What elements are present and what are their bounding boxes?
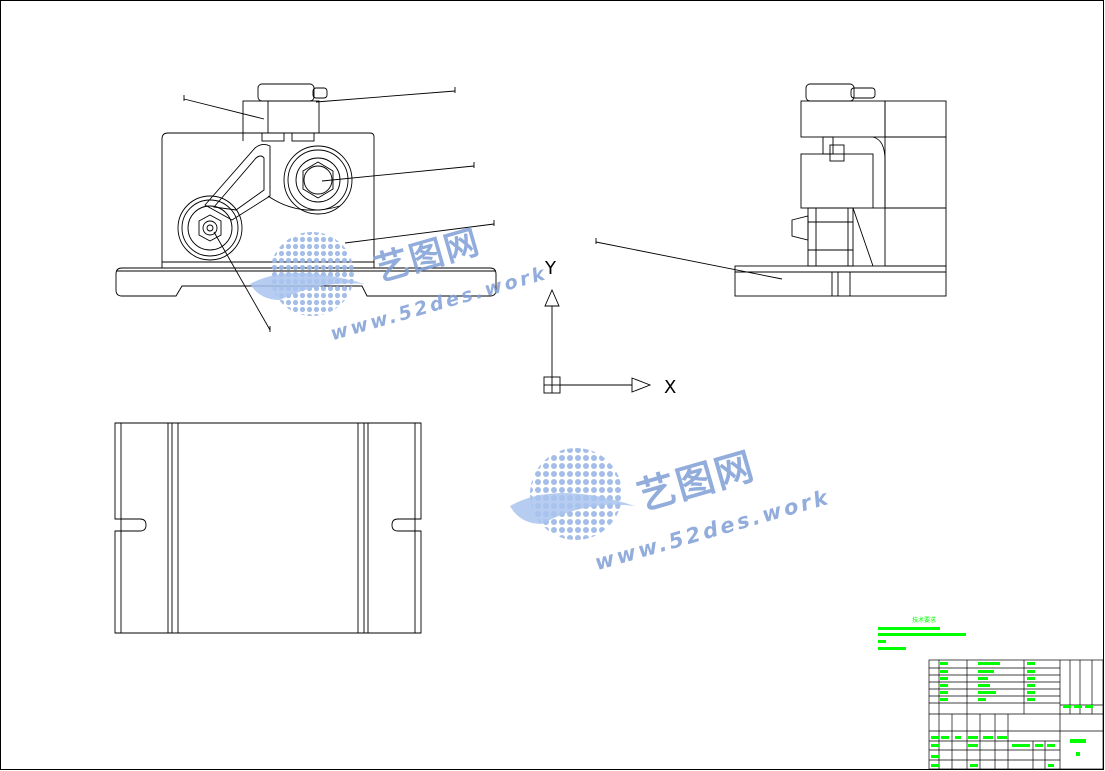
side-view	[595, 83, 947, 297]
leader-6	[595, 241, 783, 280]
ucs-y-label: Y	[544, 258, 557, 279]
leader-3	[321, 165, 475, 182]
leader-2	[315, 90, 456, 103]
side-nut-stack	[807, 207, 854, 267]
bottom-view	[114, 422, 422, 634]
front-view	[115, 83, 497, 332]
tech-notes: 技术要求	[878, 616, 966, 650]
front-link-arm	[204, 143, 271, 221]
side-base	[734, 265, 947, 297]
front-right-pivot-outer	[283, 145, 353, 215]
side-mid-block	[800, 153, 874, 209]
side-housing	[884, 100, 947, 267]
ucs-x-label: X	[664, 377, 676, 398]
leader-4	[344, 223, 495, 244]
front-left-pivot-outer	[177, 195, 243, 261]
side-clamp-cap	[805, 83, 855, 102]
tech-notes-title: 技术要求	[912, 616, 936, 624]
front-base-plate	[115, 267, 497, 297]
leader-1	[183, 98, 265, 120]
bottom-plate	[114, 422, 422, 634]
leader-5	[213, 231, 271, 331]
front-body	[161, 132, 375, 269]
front-clamp-cap	[257, 83, 315, 102]
side-top-block	[800, 100, 886, 138]
title-block-green-fill	[931, 662, 1093, 767]
title-block	[928, 659, 1104, 770]
ucs-icon	[543, 288, 652, 394]
